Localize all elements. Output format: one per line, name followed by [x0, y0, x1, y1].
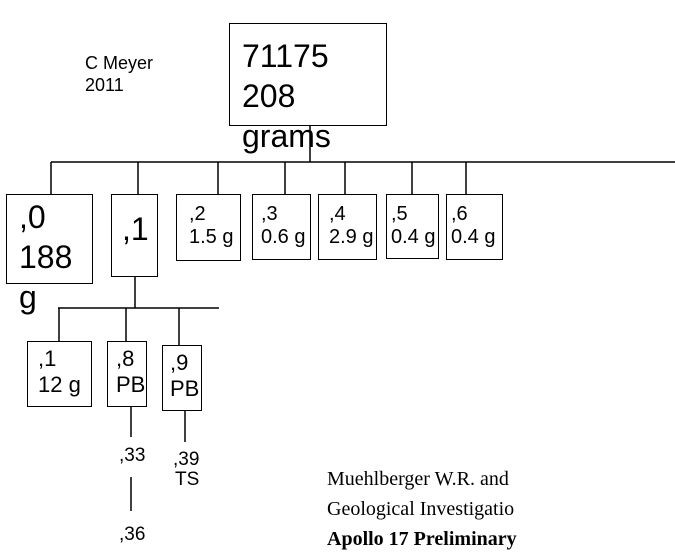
subsplit-box-9: ,9 PB — [162, 345, 202, 411]
citation-line-1: Muehlberger W.R. and — [327, 468, 509, 490]
split-mass: 0.4 g — [451, 226, 496, 248]
split-box-3: ,3 0.6 g — [252, 194, 311, 260]
root-sample-mass: 208 grams — [242, 78, 331, 154]
split-mass: 188 g — [19, 239, 73, 315]
subsplit-id: ,1 — [38, 346, 57, 371]
citation-line-2: Geological Investigatio — [327, 498, 515, 520]
subsplit-box-1: ,1 12 g — [27, 341, 92, 407]
subsplit-box-8: ,8 PB — [107, 341, 147, 407]
split-box-2: ,2 1.5 g — [176, 194, 241, 261]
subsplit-id: ,9 — [170, 350, 189, 375]
split-id: ,5 — [391, 203, 408, 225]
split-mass: 0.4 g — [391, 226, 436, 248]
split-id: ,1 — [122, 211, 149, 247]
split-id: ,3 — [261, 203, 278, 225]
subsplit-type: PB — [170, 376, 200, 401]
author-year: 2011 — [85, 75, 124, 95]
split-box-4: ,4 2.9 g — [318, 194, 377, 260]
subsplit-type: PB — [116, 372, 146, 397]
split-box-1: ,1 — [111, 194, 158, 277]
split-box-5: ,5 0.4 g — [386, 194, 439, 259]
root-sample-box: 71175 208 grams — [229, 23, 387, 154]
split-box-6: ,6 0.4 g — [446, 194, 503, 260]
split-mass: 2.9 g — [329, 226, 374, 248]
split-mass: 1.5 g — [189, 226, 234, 248]
split-id: ,2 — [189, 203, 206, 225]
split-id: ,4 — [329, 203, 346, 225]
split-mass: 0.6 g — [261, 226, 306, 248]
split-id: ,6 — [451, 203, 468, 225]
subsplit-mass: 12 g — [38, 372, 81, 397]
derived-split-33: ,33 — [119, 445, 146, 466]
split-box-0: ,0 188 g — [6, 194, 93, 315]
derived-split-39: ,39 — [173, 449, 200, 470]
split-id: ,0 — [19, 199, 46, 235]
subsplit-id: ,8 — [116, 346, 135, 371]
derived-split-39-type: TS — [175, 469, 200, 490]
root-sample-id: 71175 — [242, 38, 329, 74]
citation-line-3: Apollo 17 Preliminary — [327, 528, 517, 550]
derived-split-36: ,36 — [119, 524, 146, 545]
author-name: C Meyer — [85, 53, 154, 73]
